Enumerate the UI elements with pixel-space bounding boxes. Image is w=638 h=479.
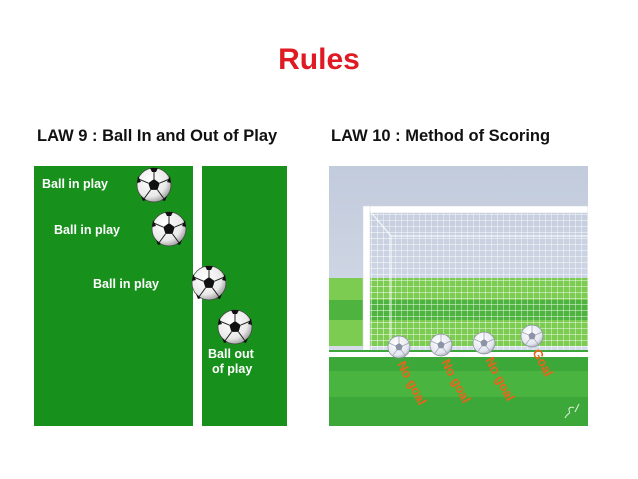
- ball-label-2: Ball in play: [54, 223, 120, 237]
- ball-1: [136, 167, 172, 203]
- law10-heading: LAW 10 : Method of Scoring: [331, 127, 551, 145]
- ball-goal: [520, 324, 544, 348]
- ball-no-goal-3: [472, 331, 496, 355]
- signature-mark: [564, 403, 580, 419]
- ball-4: [217, 309, 253, 345]
- law9-heading: LAW 9 : Ball In and Out of Play: [37, 127, 278, 145]
- ball-no-goal-1: [387, 335, 411, 359]
- ball-label-1: Ball in play: [42, 177, 108, 191]
- ball-label-4-line2: of play: [212, 362, 252, 376]
- ball-3: [191, 265, 227, 301]
- ball-label-4-line1: Ball out: [208, 347, 255, 361]
- law9-illustration: Ball in play Ball in play Ball in play B…: [34, 166, 287, 426]
- law10-illustration: No goal No goal No goal Goal: [329, 166, 588, 426]
- ball-2: [151, 211, 187, 247]
- ball-label-3: Ball in play: [93, 277, 159, 291]
- slide-title: Rules: [278, 43, 360, 76]
- ball-no-goal-2: [429, 333, 453, 357]
